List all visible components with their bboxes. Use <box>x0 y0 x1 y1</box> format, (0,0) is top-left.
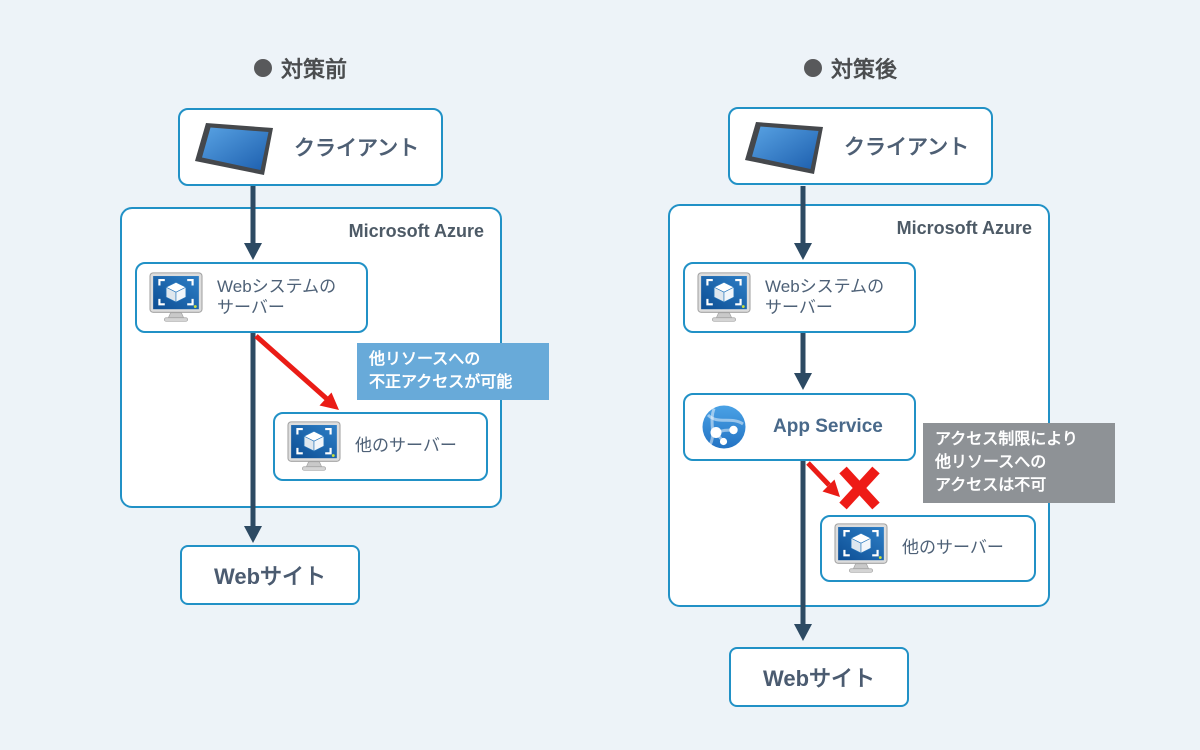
other-server-label: 他のサーバー <box>902 538 1004 558</box>
unauthorized-access-callout: 他リソースへの 不正アクセスが可能 <box>357 343 549 400</box>
before-title: 対策前 <box>254 52 347 84</box>
before-title-text: 対策前 <box>281 57 348 82</box>
client-box-after: クライアント <box>728 107 993 185</box>
client-label: クライアント <box>294 137 420 160</box>
other-server-box-after: 他のサーバー <box>820 515 1036 582</box>
website-box-before: Webサイト <box>180 545 360 605</box>
website-box-after: Webサイト <box>729 647 909 707</box>
vm-monitor-icon <box>149 271 203 322</box>
tablet-icon <box>745 122 823 174</box>
vm-monitor-icon <box>697 271 751 322</box>
azure-container-label: Microsoft Azure <box>348 221 484 241</box>
after-title-text: 対策後 <box>831 57 898 82</box>
client-box-before: クライアント <box>178 108 443 186</box>
web-server-label: Webシステムの サーバー <box>765 277 885 317</box>
website-label: Webサイト <box>213 564 327 589</box>
app-service-box: App Service <box>683 393 916 461</box>
vm-monitor-icon <box>287 420 341 471</box>
other-server-label: 他のサーバー <box>355 436 457 456</box>
other-server-box-before: 他のサーバー <box>273 412 488 481</box>
app-service-globe-icon <box>702 405 746 449</box>
client-label: クライアント <box>844 136 970 159</box>
website-label: Webサイト <box>762 666 876 691</box>
vm-monitor-icon <box>834 522 888 573</box>
access-restricted-callout: アクセス制限により 他リソースへの アクセスは不可 <box>923 423 1115 503</box>
web-server-box-before: Webシステムの サーバー <box>135 262 368 333</box>
web-server-label: Webシステムの サーバー <box>217 277 337 317</box>
tablet-icon <box>195 123 273 175</box>
app-service-label: App Service <box>773 416 883 437</box>
bullet-icon <box>254 59 272 77</box>
azure-container-label: Microsoft Azure <box>896 218 1032 238</box>
bullet-icon <box>804 59 822 77</box>
web-server-box-after: Webシステムの サーバー <box>683 262 916 333</box>
after-title: 対策後 <box>804 52 897 84</box>
